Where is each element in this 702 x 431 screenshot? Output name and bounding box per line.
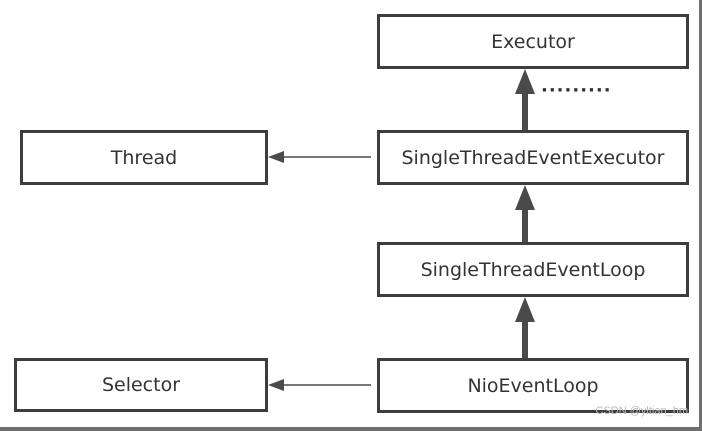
nio-event-loop-label: NioEventLoop: [467, 374, 599, 397]
executor-label: Executor: [491, 30, 575, 53]
thread-label: Thread: [110, 146, 178, 169]
selector-node: Selector: [14, 358, 268, 412]
single-thread-event-executor-label: SingleThreadEventExecutor: [401, 146, 665, 169]
arrow-stel-to-stee-head: [515, 185, 535, 210]
arrow-nio-to-stel-head: [515, 297, 535, 322]
selector-label: Selector: [101, 374, 181, 396]
arrow-nio-to-selector-head: [268, 379, 284, 391]
single-thread-event-executor-node: SingleThreadEventExecutor: [377, 130, 689, 185]
single-thread-event-loop-node: SingleThreadEventLoop: [377, 242, 689, 297]
omitted-hierarchy-ellipsis: ·········: [541, 80, 612, 101]
arrow-stee-to-executor-head: [515, 69, 535, 94]
arrow-stee-to-thread-head: [268, 151, 284, 163]
executor-node: Executor: [377, 14, 689, 69]
single-thread-event-loop-label: SingleThreadEventLoop: [420, 258, 646, 281]
thread-node: Thread: [20, 130, 268, 185]
nio-event-loop-node: NioEventLoop: [377, 358, 689, 413]
watermark-text: CSDN @yltian_hm: [595, 405, 688, 417]
